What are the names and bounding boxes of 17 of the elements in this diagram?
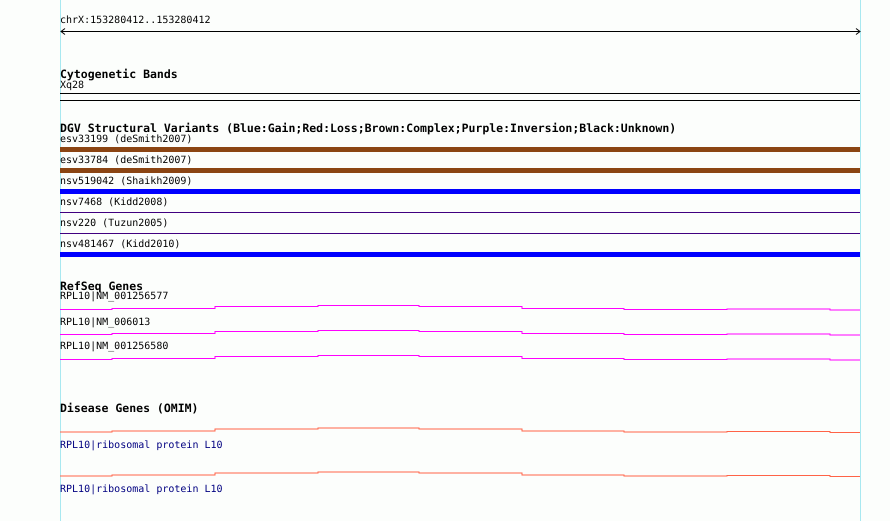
feature-label: RPL10|NM_001256580 [60,341,168,353]
feature-label: RPL10|ribosomal protein L10 [60,484,223,496]
track-heading: Cytogenetic Bands [60,68,178,80]
feature-label: Xq28 [60,80,84,92]
feature-label: nsv519042 (Shaikh2009) [60,176,192,188]
track-heading: Disease Genes (OMIM) [60,402,198,414]
track-heading: DGV Structural Variants (Blue:Gain;Red:Loss;Brown:Complex;Purple:Inversion;Black:Unknown) [60,122,676,134]
feature-label: RPL10|NM_001256577 [60,291,168,303]
coordinate-label: chrX:153280412..153280412 [60,15,211,27]
feature-label: RPL10|NM_006013 [60,317,150,329]
feature-label: nsv220 (Tuzun2005) [60,218,168,230]
feature-label: nsv481467 (Kidd2010) [60,239,180,251]
feature-label: RPL10|ribosomal protein L10 [60,440,223,452]
feature-label: esv33199 (deSmith2007) [60,134,192,146]
track-heading: RefSeq Genes [60,280,144,292]
feature-label: nsv7468 (Kidd2008) [60,197,168,209]
feature-label: esv33784 (deSmith2007) [60,155,192,167]
